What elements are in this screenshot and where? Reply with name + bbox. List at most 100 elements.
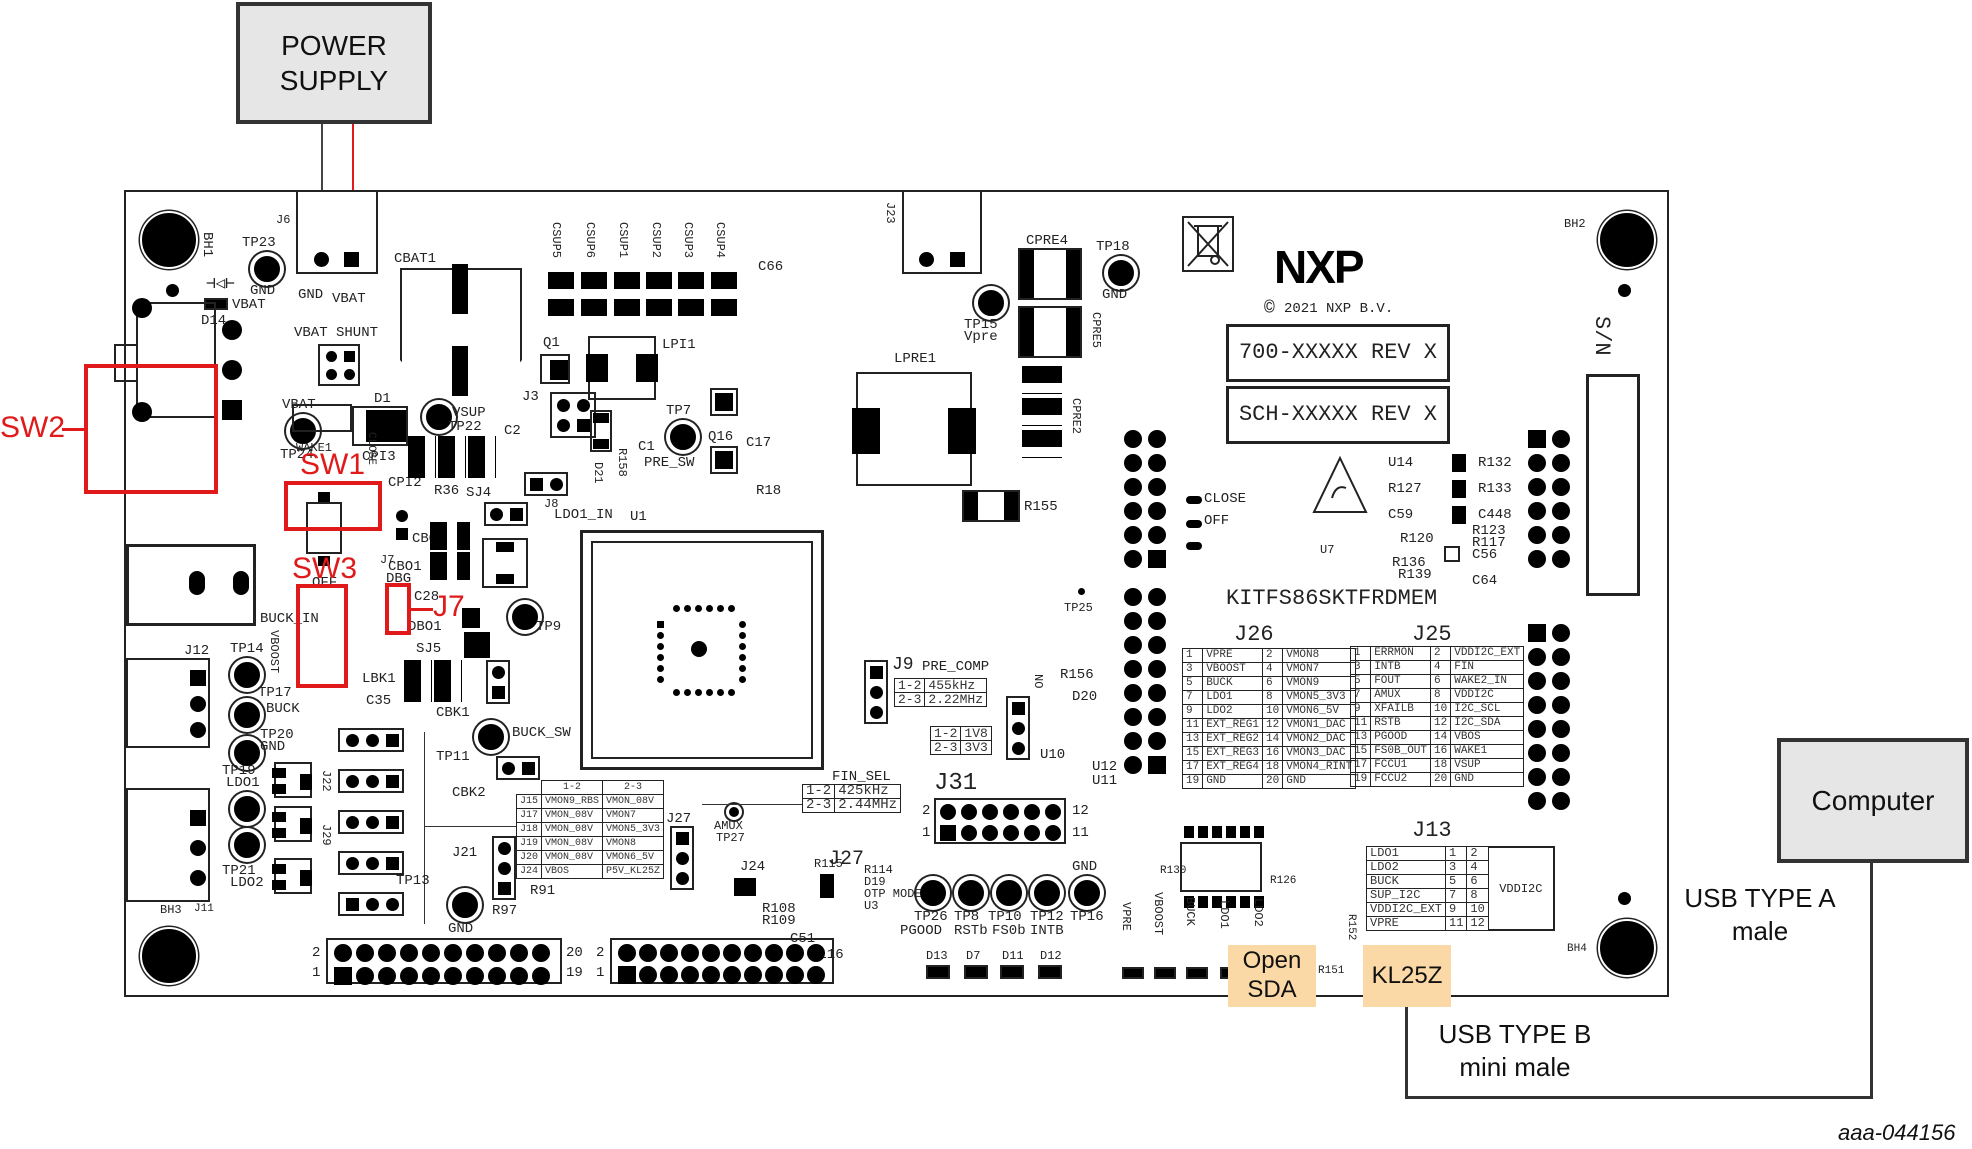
- lbk1-label: SJ5: [416, 641, 442, 657]
- r123-label: CLOSE: [1204, 491, 1247, 507]
- header-mid-pins: [618, 944, 825, 984]
- sw2-actuator[interactable]: [114, 344, 138, 382]
- kl25z-tag: KL25Z: [1363, 945, 1451, 1007]
- q15-transistor: [710, 388, 738, 416]
- r158-label: R158: [615, 448, 629, 477]
- j8-label: J8: [544, 497, 559, 511]
- pad: [1226, 896, 1236, 908]
- r152-label: R123: [1472, 523, 1506, 539]
- sw3-pad-top: [318, 492, 330, 502]
- table-cell: J20: [515, 850, 543, 865]
- u6-chip: [734, 878, 756, 896]
- j7-callout-leader: [411, 608, 433, 611]
- tp22-testpoint: [422, 400, 456, 434]
- j25-header-pins-bottom: [1528, 624, 1570, 810]
- usb-type-b-line2: mini male: [1459, 1051, 1571, 1082]
- sw1-switch[interactable]: [292, 404, 352, 432]
- table-cell: 2: [1430, 646, 1452, 661]
- pin: [190, 670, 206, 686]
- table-cell: I2C_SDA: [1450, 716, 1525, 731]
- table-cell: SUP_I2C: [1365, 888, 1447, 903]
- header-pin: [1552, 478, 1570, 496]
- u10-chip: [1452, 506, 1466, 524]
- table-cell: 1: [1181, 648, 1204, 663]
- j7-silk-label: J7: [380, 553, 395, 567]
- lpre1-inductor: [852, 372, 976, 486]
- j7-callout-box[interactable]: [385, 583, 411, 635]
- table-cell: I2C_SCL: [1450, 702, 1525, 717]
- header-left-2x10: [326, 938, 562, 985]
- header-pin: [765, 966, 783, 984]
- tp21-label: TP21: [222, 863, 256, 879]
- sw2-callout-box[interactable]: [84, 364, 218, 494]
- table-cell: 9: [1181, 704, 1204, 719]
- r91-trimmer: [272, 806, 312, 842]
- table-cell: FCCU2: [1370, 772, 1432, 787]
- j7-pin2: [396, 510, 408, 522]
- pin: [870, 686, 883, 699]
- cpre4-label: CPRE4: [1026, 233, 1069, 249]
- pin: [706, 605, 713, 612]
- j3-label: J3: [522, 389, 539, 405]
- pad: [1212, 826, 1222, 838]
- pin: [739, 665, 746, 672]
- table-cell: J24: [515, 864, 543, 879]
- pad: [1184, 826, 1194, 838]
- j6-power-connector: [296, 190, 378, 274]
- pin: [673, 689, 680, 696]
- table-cell: 20: [1430, 772, 1452, 787]
- sw1-callout-box[interactable]: [284, 481, 382, 531]
- header-pin: [1528, 792, 1546, 810]
- pin: [728, 605, 735, 612]
- sw4-pads-top: [1184, 826, 1264, 838]
- fiducial-3: [1618, 892, 1631, 905]
- pad: [1226, 826, 1236, 838]
- tp15-label: TP15: [964, 317, 998, 333]
- sn-label: S/N: [1589, 316, 1614, 356]
- table-cell: 2-3: [929, 740, 962, 755]
- power-supply-label: POWER SUPPLY: [279, 30, 389, 96]
- pin: [190, 870, 206, 886]
- tp20-testpoint: [230, 736, 264, 770]
- sw3-callout-box[interactable]: [296, 584, 348, 688]
- pin: [1012, 742, 1025, 755]
- led-net-ldo1: LDO1: [1217, 900, 1231, 929]
- header-pin: [1552, 526, 1570, 544]
- u11-label: R133: [1478, 481, 1512, 497]
- tp19-net: LDO1: [226, 775, 260, 791]
- header-left-pin-2: 2: [312, 945, 321, 961]
- r131-label: U14: [1388, 455, 1414, 471]
- tp8-testpoint: [954, 876, 988, 910]
- d14-label: D14: [201, 313, 227, 329]
- pin: [190, 696, 206, 712]
- cpi2-label: CPI2: [388, 475, 422, 491]
- header-pin: [510, 944, 528, 962]
- table-cell: VMON2_DAC: [1282, 732, 1357, 747]
- j29-label: BUCK_IN: [260, 611, 319, 627]
- header-pin: [1552, 672, 1570, 690]
- pin: [346, 898, 359, 911]
- c2-label: C2: [504, 423, 521, 439]
- j25-header-pins-top: [1528, 430, 1570, 568]
- j13-header: [934, 798, 1066, 844]
- pin: [695, 605, 702, 612]
- power-supply-box: POWER SUPPLY: [236, 2, 432, 124]
- table-cell: 7: [1445, 888, 1468, 903]
- j24-label: R97: [492, 903, 518, 919]
- table-cell: VBOS: [541, 864, 604, 879]
- figure-id: aaa-044156: [1838, 1120, 1956, 1145]
- header-pin: [334, 967, 352, 985]
- table-cell: 16: [1430, 744, 1452, 759]
- pad: [1066, 308, 1080, 356]
- header-pin: [1124, 708, 1142, 726]
- tp26-testpoint: [916, 876, 950, 910]
- header-pin: [982, 804, 998, 820]
- c28-label: C28: [414, 589, 440, 605]
